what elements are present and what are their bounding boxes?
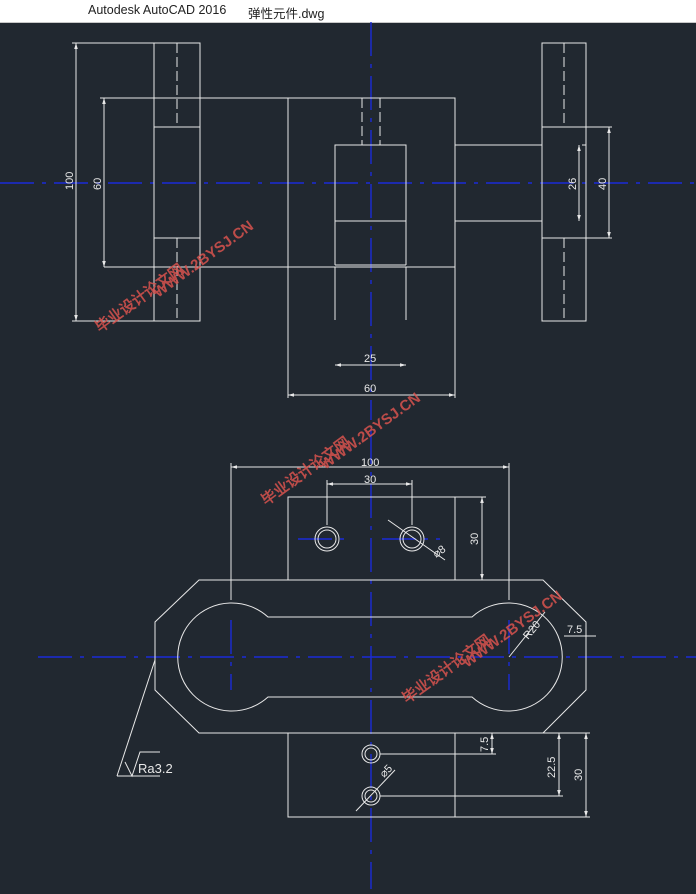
- dim-front-chamfer: 7.5: [567, 624, 582, 636]
- dim-top-inner-height: 60: [92, 178, 104, 190]
- top-view: [72, 42, 612, 398]
- drawing-canvas[interactable]: 100 60 26 40 25 60: [0, 22, 696, 889]
- watermark-url: WWW.2BYSJ.CN: [459, 587, 565, 671]
- app-title: Autodesk AutoCAD 2016: [88, 3, 227, 17]
- surface-roughness: Ra3.2: [138, 761, 173, 776]
- dim-top-overall-height: 100: [64, 172, 76, 190]
- file-name: 弹性元件.dwg: [248, 7, 325, 21]
- dim-front-overall-width: 100: [361, 457, 379, 469]
- dim-front-hole-spacing: 30: [364, 474, 376, 486]
- watermark-url: WWW.2BYSJ.CN: [150, 217, 256, 301]
- dim-bottom-total: 30: [573, 769, 585, 781]
- dim-bottom-mid: 22.5: [546, 757, 558, 778]
- dim-bottom-hole-dia: ⌀5: [378, 763, 396, 781]
- dim-front-hole-dia: ⌀8: [431, 543, 448, 560]
- dim-top-center-width: 25: [364, 353, 376, 365]
- dim-front-block-height: 30: [469, 533, 481, 545]
- dim-top-right-outer: 40: [597, 178, 609, 190]
- window-titlebar: Autodesk AutoCAD 2016 弹性元件.dwg: [0, 0, 696, 23]
- dim-bottom-small: 7.5: [479, 737, 491, 752]
- dim-top-right-inner: 26: [567, 178, 579, 190]
- bottom-view: [287, 732, 590, 818]
- dim-top-bottom-width: 60: [364, 383, 376, 395]
